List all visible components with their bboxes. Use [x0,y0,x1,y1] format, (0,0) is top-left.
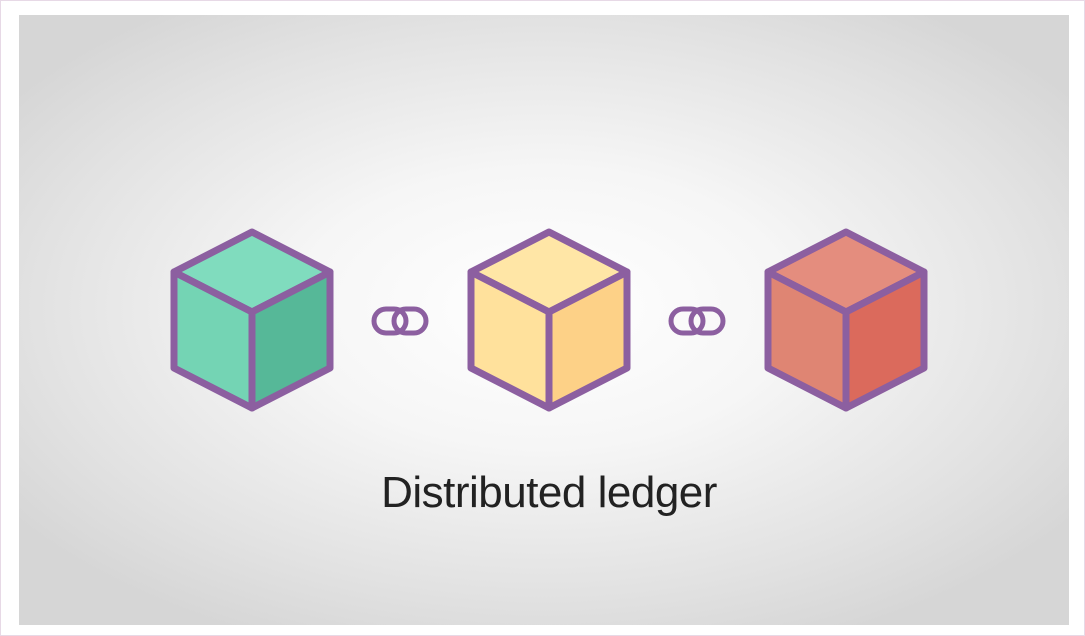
cube-block-3 [764,228,928,412]
chain-link-icon [371,306,429,336]
blocks-layer [170,228,928,412]
diagram-caption: Distributed ledger [381,468,717,517]
cube-right-face [842,268,928,412]
links-layer [371,306,726,336]
chain-ring [371,306,409,336]
chain-link-icon [668,306,726,336]
cube-right-face [248,268,334,412]
cube-block-2 [467,228,631,412]
blockchain-diagram: Distributed ledger [170,228,928,517]
cube-block-1 [170,228,334,412]
chain-ring [688,306,726,336]
chain-ring [668,306,706,336]
chain-ring [391,306,429,336]
cube-right-face [545,268,631,412]
slide-canvas: Distributed ledger [19,15,1069,625]
